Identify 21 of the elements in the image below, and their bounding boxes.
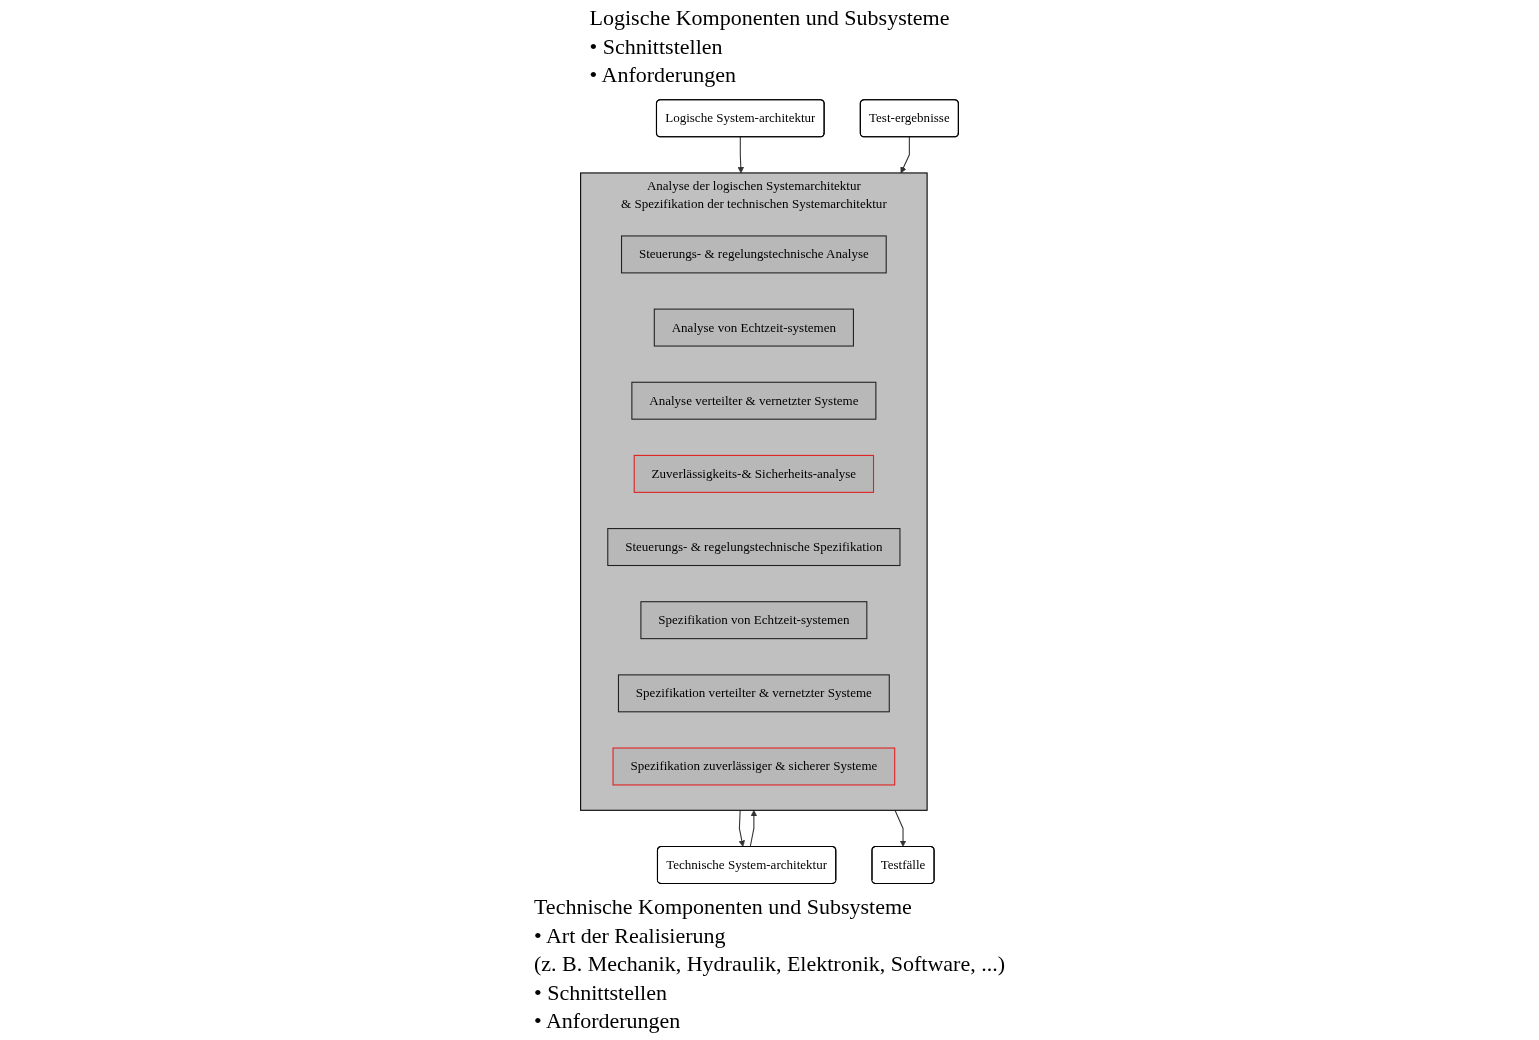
node-box: Steuerungs- & regelungstechnische Analyse [621, 235, 887, 274]
node-box: Analyse verteilter & vernetzter Systeme [631, 381, 877, 420]
arrow [894, 809, 907, 847]
section-heading: Logische Komponenten und Subsysteme [589, 4, 950, 32]
arrow [737, 135, 744, 173]
note-text: (z. B. Mechanik, Hydraulik, Elektronik, Software, ...) [533, 950, 1005, 979]
node-box: Zuverlässigkeits-& Sicherheits-analyse [633, 454, 875, 493]
node-box: Spezifikation zuverlässiger & sicherer Systeme [612, 747, 896, 786]
note-text: • Schnittstellen [533, 978, 668, 1007]
node-box: Spezifikation von Echtzeit-systemen [640, 600, 868, 639]
arrow [900, 135, 910, 173]
arrow [749, 809, 758, 847]
node-box: Analyse von Echtzeit-systemen [653, 308, 854, 347]
note-text: • Schnittstellen [589, 32, 724, 61]
section-heading: Technische Komponenten und Subsysteme [533, 893, 913, 922]
node-box: Spezifikation verteilter & vernetzter Systeme [617, 674, 890, 713]
note-text: • Anforderungen [533, 1007, 682, 1036]
node-box: Steuerungs- & regelungstechnische Spezifikation [607, 527, 901, 566]
note-text: • Anforderungen [589, 61, 737, 90]
arrow [738, 809, 745, 847]
note-text: • Art der Realisierung [533, 921, 727, 950]
